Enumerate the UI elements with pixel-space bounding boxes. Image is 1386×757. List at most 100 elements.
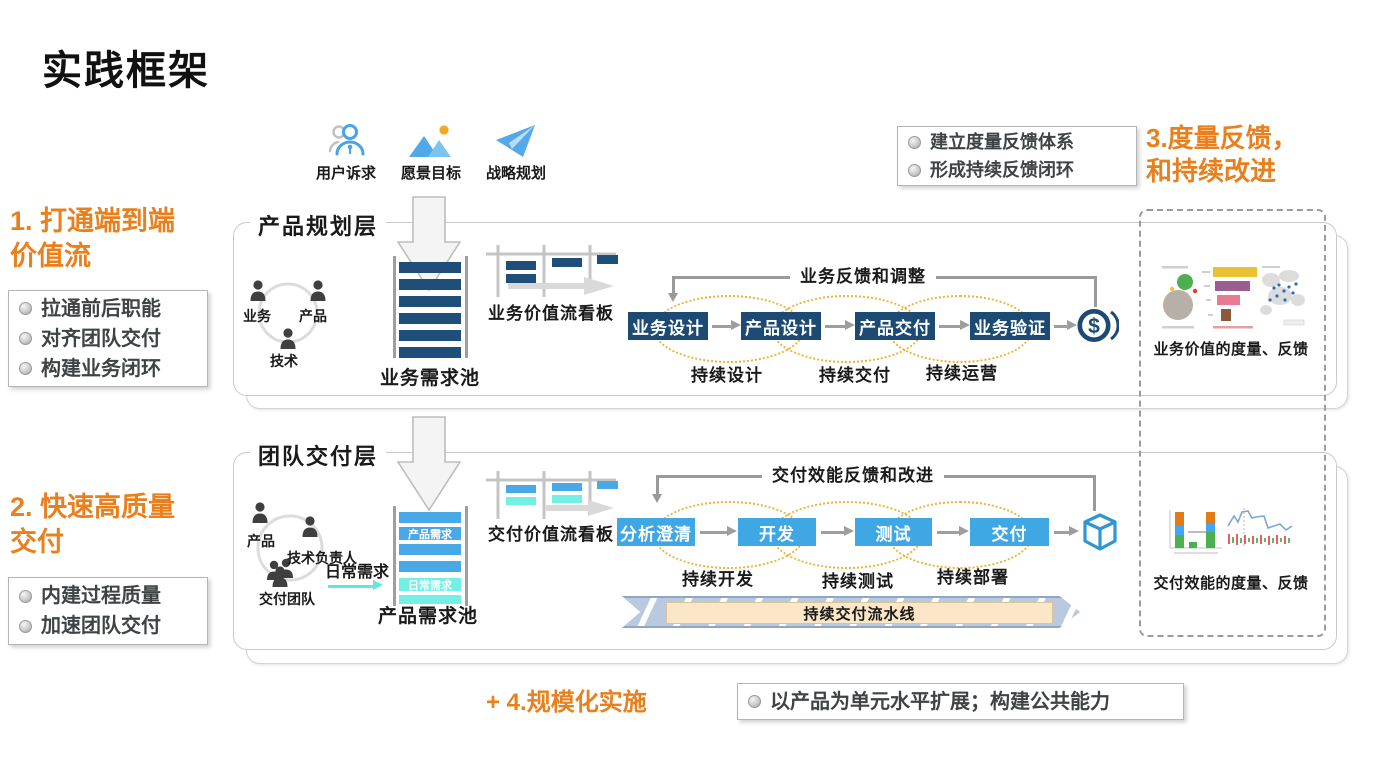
note-item: 内建过程质量 (19, 581, 197, 611)
band2-kanban-icon (486, 471, 618, 519)
band1-member-label: 技术 (270, 353, 298, 369)
note2-box: 内建过程质量 加速团队交付 (8, 577, 208, 645)
band1-feedback-arrow (668, 276, 677, 302)
band2-member-label: 技术负责人 (287, 550, 357, 566)
bullet-icon (908, 163, 921, 177)
band2-step: 开发 (738, 518, 816, 546)
pool-bar (399, 262, 461, 273)
note2-heading: 2. 快速高质量 交付 (10, 492, 176, 557)
note4-box: 以产品为单元水平扩展；构建公共能力 (737, 683, 1184, 720)
business-measure-charts-thumbnail (1162, 266, 1305, 329)
delivery-measure-label: 交付效能的度量、反馈 (1153, 575, 1309, 592)
band2-loop-label: 持续部署 (937, 568, 1009, 587)
band1-step: 业务设计 (628, 312, 708, 340)
band1-member-label: 产品 (299, 308, 327, 324)
input-label: 愿景目标 (400, 165, 461, 182)
daily-requirement-label: 日常需求 (325, 564, 390, 581)
note-item: 拉通前后职能 (19, 294, 197, 324)
daily-requirement-arrow-icon (328, 580, 383, 590)
pool-rail (465, 256, 468, 358)
band1-loop-label: 持续运营 (926, 364, 998, 383)
band2-loop-label: 持续测试 (822, 572, 894, 591)
input-label: 用户诉求 (315, 165, 376, 182)
bullet-icon (19, 332, 32, 345)
pool-bar: 日常需求 (399, 578, 461, 592)
band1-member-label: 业务 (243, 308, 271, 324)
note1-box: 拉通前后职能 对齐团队交付 构建业务闭环 (8, 290, 208, 387)
band2-step: 测试 (855, 518, 932, 546)
band2-pool-label: 产品需求池 (377, 606, 478, 627)
flow-arrow-icon (937, 526, 969, 536)
band1-feedback-line (1094, 276, 1097, 307)
band2-team-circle-icon (252, 502, 324, 587)
pool-bar (399, 330, 461, 341)
note-item: 建立度量反馈体系 (908, 128, 1126, 156)
bullet-icon (19, 302, 32, 315)
note3-box: 建立度量反馈体系 形成持续反馈闭环 (897, 126, 1137, 186)
band1-team-circle-icon (250, 280, 326, 349)
note4-heading: + 4.规模化实施 (486, 689, 647, 716)
pool-bar (399, 595, 461, 604)
note-item: 对齐团队交付 (19, 324, 197, 354)
pool-bar (399, 512, 461, 523)
pool-bar: 产品需求 (399, 527, 461, 541)
note1-heading: 1. 打通端到端 价值流 (10, 206, 176, 271)
band2-step: 分析澄清 (617, 518, 695, 546)
note3-heading: 3.度量反馈， 和持续改进 (1146, 123, 1298, 186)
band2-step: 交付 (970, 518, 1049, 546)
band2-feedback-arrow (652, 475, 661, 503)
band1-step: 产品交付 (855, 312, 935, 340)
pool-bar (399, 561, 461, 572)
pool-rail (465, 506, 468, 606)
bullet-icon (908, 135, 921, 149)
band1-step: 产品设计 (741, 312, 821, 340)
business-measure-label: 业务价值的度量、反馈 (1153, 341, 1309, 358)
flow-arrow-icon (939, 320, 970, 330)
flow-arrow-icon (821, 526, 854, 536)
paper-plane-icon (496, 125, 535, 157)
flow-arrow-icon (825, 320, 855, 330)
mountain-sun-icon (409, 125, 451, 157)
band1-loop-label: 持续设计 (691, 366, 763, 385)
bullet-icon (19, 362, 32, 375)
band1-loop-label: 持续交付 (819, 366, 891, 385)
cube-icon (1083, 513, 1117, 551)
pool-bar (399, 313, 461, 324)
band1-label: 产品规划层 (250, 209, 387, 241)
note-item: 构建业务闭环 (19, 354, 197, 384)
pool-bar (399, 296, 461, 307)
users-icon (328, 124, 365, 156)
band1-kanban-icon (486, 245, 618, 297)
svg-text:$: $ (1088, 315, 1100, 338)
band2-kanban-label: 交付价值流看板 (488, 525, 614, 544)
page-title: 实践框架 (42, 49, 210, 93)
note-item: 以产品为单元水平扩展；构建公共能力 (748, 687, 1173, 717)
pool-bar (399, 347, 461, 358)
flow-arrow-icon (712, 320, 741, 330)
flow-arrow-icon (1054, 320, 1077, 330)
flow-arrow-icon (700, 526, 737, 536)
down-arrow-icon (397, 196, 461, 292)
band1-step: 业务验证 (970, 312, 1050, 340)
measurement-panel (1139, 209, 1326, 637)
band2-feedback-line (1093, 475, 1096, 511)
flow-arrow-icon (1054, 526, 1079, 536)
pool-bar (399, 544, 461, 555)
band2-loop-label: 持续开发 (682, 570, 754, 589)
band1-feedback-label: 业务反馈和调整 (790, 262, 936, 287)
note-item: 加速团队交付 (19, 611, 197, 641)
band2-label: 团队交付层 (250, 439, 387, 471)
bullet-icon (19, 619, 32, 633)
bullet-icon (748, 695, 761, 708)
band2-member-label: 产品 (247, 533, 275, 549)
input-label: 战略规划 (485, 165, 546, 182)
band2-feedback-label: 交付效能反馈和改进 (762, 461, 944, 486)
band1-kanban-label: 业务价值流看板 (488, 304, 614, 323)
pool-bar (399, 279, 461, 290)
dollar-coin-icon: $ (1077, 309, 1119, 342)
band1-pool-label: 业务需求池 (379, 368, 480, 389)
band2-member-label: 交付团队 (259, 591, 315, 607)
pool-rail (393, 256, 396, 358)
pipeline-label: 持续交付流水线 (666, 602, 1053, 624)
